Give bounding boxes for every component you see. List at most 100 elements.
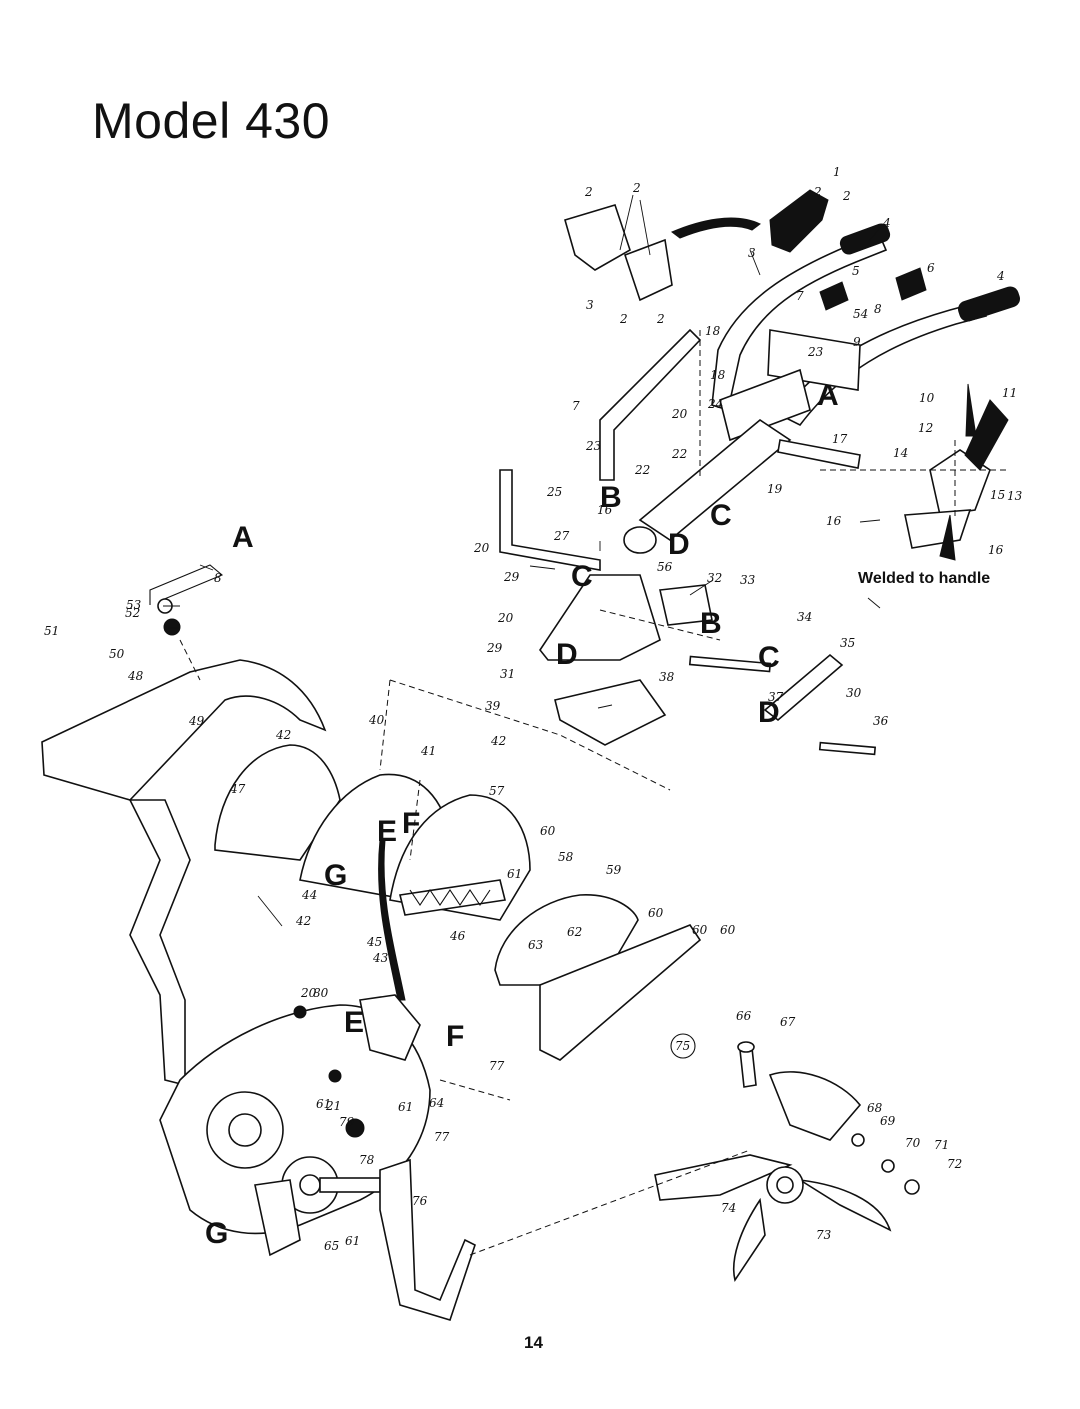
part-callout-71: 71 [934,1138,949,1152]
section-letter-c: C [758,641,780,674]
section-letter-e: E [344,1006,364,1039]
part-callout-13: 13 [1007,489,1023,503]
part-callout-36: 36 [873,714,889,728]
transmission-side-frame [128,799,476,1321]
depth-bar-bracket [149,469,877,756]
part-callout-66: 66 [736,1009,752,1023]
part-callout-57: 57 [489,784,505,798]
part-callout-73: 73 [816,1228,832,1242]
part-callout-63: 63 [528,938,544,952]
part-callout-23: 23 [807,345,824,359]
section-letter-b: B [600,481,622,514]
section-letter-c: C [710,499,732,532]
part-callout-75: 75 [675,1039,690,1053]
part-callout-51: 51 [44,624,59,638]
part-callout-19: 19 [767,482,783,496]
part-callout-50: 50 [109,647,125,661]
part-callout-74: 74 [721,1201,736,1215]
part-callout-72: 72 [947,1157,962,1171]
part-callout-18: 18 [710,368,726,382]
part-callout-69: 69 [880,1114,896,1128]
part-callout-20: 20 [300,986,317,1000]
leader-lines [163,194,881,927]
part-callout-31: 31 [500,667,515,681]
section-letter-d: D [758,696,780,729]
section-letter-g: G [324,859,347,892]
part-callout-15: 15 [990,488,1005,502]
part-callout-9: 9 [853,335,861,349]
part-callout-59: 59 [606,863,622,877]
part-callout-20: 20 [671,407,688,421]
part-callout-47: 47 [229,782,246,796]
part-callout-6: 6 [927,261,935,275]
part-callout-48: 48 [127,669,144,683]
part-callout-22: 22 [634,463,650,477]
part-callout-49: 49 [188,714,205,728]
part-callout-67: 67 [780,1015,796,1029]
part-callout-12: 12 [918,421,933,435]
part-callout-77: 77 [434,1130,450,1144]
part-callout-61: 61 [316,1097,331,1111]
part-callout-42: 42 [275,728,291,742]
part-callout-76: 76 [412,1194,428,1208]
section-letter-d: D [556,638,578,671]
handle-assembly [564,189,1020,561]
part-callout-29: 29 [503,570,520,584]
page-title: Model 430 [92,93,330,149]
part-callout-2: 2 [584,185,593,199]
part-callout-60: 60 [720,923,736,937]
part-callout-2: 2 [842,189,851,203]
part-callout-33: 33 [740,573,756,587]
part-callout-3: 3 [586,298,594,312]
part-callout-52: 52 [125,606,140,620]
part-callout-64: 64 [429,1096,444,1110]
part-callout-58: 58 [558,850,574,864]
part-callout-43: 43 [372,951,389,965]
part-callout-7: 7 [572,399,580,413]
alignment-lines [179,330,1010,1256]
section-letter-c: C [571,560,593,593]
part-callout-18: 18 [705,324,721,338]
part-callout-70: 70 [905,1136,921,1150]
section-letter-a: A [817,379,839,412]
part-callout-39: 39 [485,699,501,713]
part-callout-8: 8 [214,571,222,585]
part-callout-38: 38 [659,670,675,684]
part-callout-60: 60 [540,824,556,838]
part-callout-27: 27 [553,529,570,543]
part-callout-16: 16 [597,503,613,517]
part-callout-44: 44 [301,888,317,902]
section-letter-a: A [232,521,254,554]
part-callout-45: 45 [366,935,382,949]
part-callout-2: 2 [619,312,628,326]
section-letter-f: F [446,1020,464,1053]
part-callout-53: 53 [126,598,142,612]
part-callout-8: 8 [874,302,882,316]
part-callout-42: 42 [295,914,311,928]
part-callout-5: 5 [852,264,860,278]
part-callout-16: 16 [988,543,1004,557]
hood-assembly [41,659,702,1061]
part-callout-34: 34 [797,610,812,624]
part-callout-37: 37 [768,690,784,704]
part-callout-22: 22 [671,447,687,461]
part-callout-42: 42 [490,734,506,748]
page-number: 14 [524,1333,543,1352]
part-callout-29: 29 [486,641,503,655]
section-letter-b: B [700,607,722,640]
part-callout-62: 62 [567,925,582,939]
part-callout-10: 10 [919,391,935,405]
part-callout-7: 7 [796,289,804,303]
part-callout-61: 61 [507,867,522,881]
part-callout-35: 35 [840,636,855,650]
section-letter-e: E [377,815,397,848]
part-callout-2: 2 [632,181,641,195]
part-callout-25: 25 [546,485,562,499]
part-callout-32: 32 [707,571,722,585]
part-callout-54: 54 [853,307,868,321]
part-callout-3: 3 [748,246,756,260]
part-callout-68: 68 [867,1101,883,1115]
section-letter-g: G [205,1217,228,1250]
